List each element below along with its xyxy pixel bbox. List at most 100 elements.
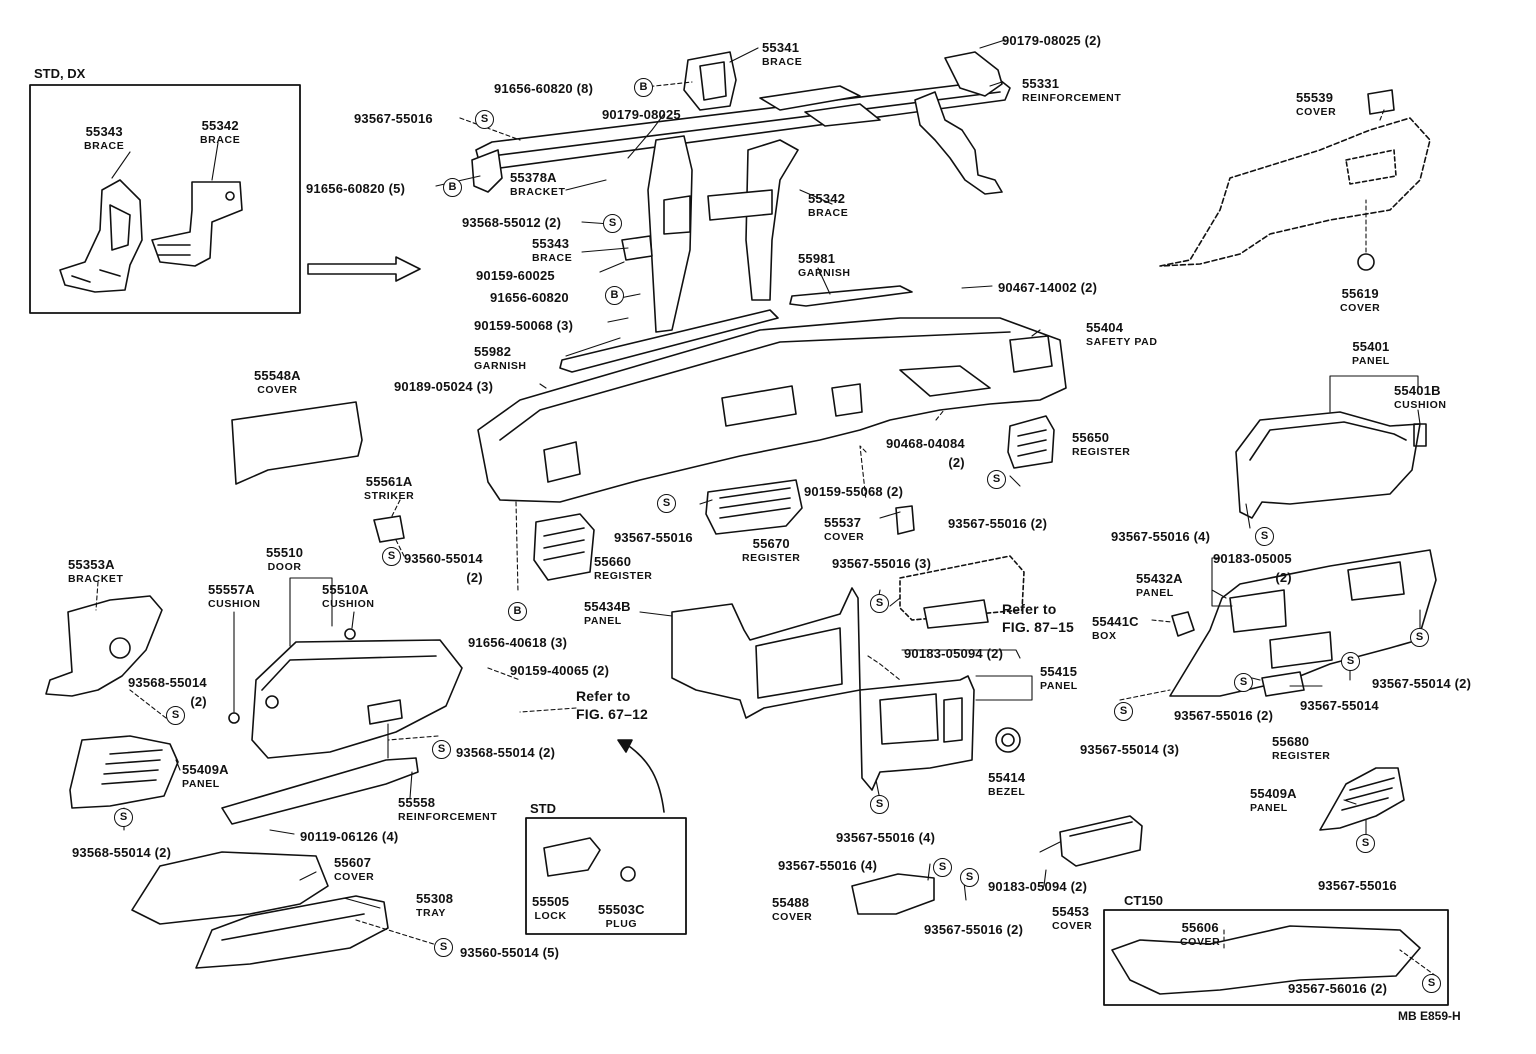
cover-55488 (851, 873, 935, 915)
screw-symbol: S (166, 706, 185, 725)
screw-symbol: S (1410, 628, 1429, 647)
callout-91656-60820-8: 91656-60820 (8) (494, 81, 594, 96)
std-dx-frame-title: STD, DX (34, 66, 86, 81)
screw-symbol: S (382, 547, 401, 566)
callout-93567-56016-2: 93567-56016 (2) (1288, 981, 1388, 996)
callout-93568-55012-2: 93568-55012 (2) (462, 215, 562, 230)
braces-center (621, 135, 799, 333)
audio-unit-dashed (899, 555, 1025, 621)
callout-93567-55016-2-c: 93567-55016 (2) (924, 922, 1024, 937)
callout-90468-04084: 90468-04084(2) (886, 436, 965, 470)
bolt-symbol: B (634, 78, 653, 97)
callout-93567-55016-4-c: 93567-55016 (4) (778, 858, 878, 873)
screw-symbol: S (475, 110, 494, 129)
std-frame-title: STD (530, 801, 556, 816)
callout-91656-60820-5: 91656-60820 (5) (306, 181, 406, 196)
screw-symbol: S (657, 494, 676, 513)
ct150-frame-title: CT150 (1124, 893, 1164, 908)
screw-symbol: S (432, 740, 451, 759)
callout-93567-55016-4-b: 93567-55016 (4) (836, 830, 936, 845)
cover-55539 (1367, 89, 1395, 115)
screw-symbol: S (603, 214, 622, 233)
callout-93567-55016-3: 93567-55016 (3) (832, 556, 932, 571)
screw-symbol: S (114, 808, 133, 827)
callout-90183-05094-b: 90183-05094 (2) (988, 879, 1088, 894)
callout-90183-05005: 90183-05005(2) (1213, 551, 1292, 585)
screw-symbol: S (933, 858, 952, 877)
callout-93567-55016-right: 93567-55016 (1318, 878, 1397, 893)
callout-91656-60820: 91656-60820 (490, 290, 569, 305)
garnish-55981 (789, 285, 913, 307)
panel-55415 (859, 675, 975, 791)
register-55670 (705, 479, 803, 535)
screw-symbol: S (1341, 652, 1360, 671)
bolt-symbol: B (508, 602, 527, 621)
screw-symbol: S (960, 868, 979, 887)
cover-55607 (131, 851, 329, 925)
screw-symbol: S (1422, 974, 1441, 993)
callout-90159-50068: 90159-50068 (3) (474, 318, 574, 333)
callout-90179-08025: 90179-08025 (602, 107, 681, 122)
callout-90189-05024: 90189-05024 (3) (394, 379, 494, 394)
cushion-55557a (228, 712, 240, 724)
callout-90119-06126: 90119-06126 (4) (300, 829, 399, 844)
screw-symbol: S (1255, 527, 1274, 546)
screw-symbol: S (870, 594, 889, 613)
callout-90159-60025: 90159-60025 (476, 268, 555, 283)
cover-55537 (895, 505, 915, 535)
panel-55409a-right (1319, 767, 1405, 831)
glovebox-door-55510 (251, 639, 463, 759)
garnish-55982 (559, 309, 779, 373)
panel-55401 (1235, 411, 1427, 519)
lower-panel-55432a (1169, 549, 1437, 697)
screw-symbol: S (987, 470, 1006, 489)
bolt-symbol: B (443, 178, 462, 197)
callout-90467-14002: 90467-14002 (2) (998, 280, 1098, 295)
register-55680 (1261, 671, 1305, 697)
inset-brace-55342 (151, 181, 243, 267)
cover-55606 (1111, 925, 1421, 995)
callout-93567-55016-top: 93567-55016 (354, 111, 433, 126)
cover-55619 (1357, 253, 1375, 271)
callout-93567-55016-register: 93567-55016 (614, 530, 693, 545)
cover-55548a (231, 401, 363, 485)
register-55660 (533, 513, 595, 581)
refer-arrow (625, 743, 665, 813)
figure-code: MB E859-H (1398, 1009, 1461, 1023)
direction-arrow (307, 256, 421, 282)
callout-90159-40065: 90159-40065 (2) (510, 663, 610, 678)
plug-55503c (620, 866, 636, 882)
brace-55341 (683, 51, 737, 111)
